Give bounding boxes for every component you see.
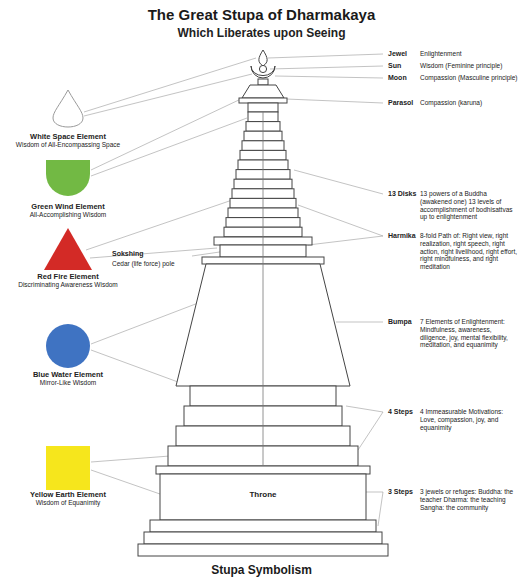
element-shape <box>1 226 135 272</box>
element-shape-fill <box>53 90 83 127</box>
title: The Great Stupa of Dharmakaya <box>0 6 523 24</box>
subtitle: Which Liberates upon Seeing <box>0 26 523 40</box>
step <box>150 520 376 532</box>
element-shape-fill <box>46 446 90 490</box>
sokshing-pole <box>263 112 264 466</box>
element-symbol: Yellow Earth ElementWisdom of Equanimity <box>1 444 135 507</box>
part-name: Parasol <box>388 99 418 107</box>
element-wisdom: All-Accomplishing Wisdom <box>1 211 135 219</box>
stupa-outline <box>138 50 388 556</box>
element-wisdom: Discriminating Awareness Wisdom <box>1 281 135 289</box>
parasol <box>242 85 284 98</box>
element-name: White Space Element <box>1 132 135 141</box>
jewel <box>259 50 267 66</box>
part-name: Sun <box>388 62 418 70</box>
element-symbol: White Space ElementWisdom of All-Encompa… <box>1 86 135 149</box>
throne-ledge <box>156 466 370 474</box>
parasol-base <box>248 103 278 112</box>
element-symbol: Red Fire ElementDiscriminating Awareness… <box>1 226 135 289</box>
element-wisdom: Wisdom of Equanimity <box>1 499 135 507</box>
part-meaning: 7 Elements of Enlightenment: Mindfulness… <box>420 318 518 349</box>
element-shape <box>1 444 135 490</box>
part-meaning: 4 Immeasurable Motivations: Love, compas… <box>420 408 518 431</box>
step <box>138 544 388 556</box>
part-name: Moon <box>388 74 418 82</box>
part-name: 3 Steps <box>388 488 418 496</box>
element-symbol: Green Wind ElementAll-Accomplishing Wisd… <box>1 156 135 219</box>
part-name: Harmika <box>388 232 418 240</box>
element-symbol: Blue Water ElementMirror-Like Wisdom <box>1 324 135 387</box>
element-name: Red Fire Element <box>1 272 135 281</box>
element-name: Blue Water Element <box>1 370 135 379</box>
element-name: Yellow Earth Element <box>1 490 135 499</box>
element-shape <box>1 156 135 202</box>
element-shape-fill <box>44 228 92 270</box>
part-name: Jewel <box>388 50 418 58</box>
part-name: 4 Steps <box>388 408 418 416</box>
neck <box>258 79 268 85</box>
element-wisdom: Wisdom of All-Encompassing Space <box>1 141 135 149</box>
part-name: Bumpa <box>388 318 418 326</box>
step <box>144 532 382 544</box>
leader-lines <box>84 54 383 526</box>
part-name: Sokshing <box>112 250 192 258</box>
part-name: Throne <box>160 490 366 500</box>
moon <box>251 66 275 78</box>
part-meaning: 8-fold Path of: Right view, right realiz… <box>420 232 518 271</box>
part-meaning: Wisdom (Feminine principle) <box>420 62 518 70</box>
element-shape-fill <box>46 324 90 368</box>
element-shape <box>1 86 135 132</box>
caption: Stupa Symbolism <box>0 563 523 577</box>
throne <box>160 474 366 520</box>
element-wisdom: Mirror-Like Wisdom <box>1 379 135 387</box>
part-meaning: 13 powers of a Buddha (awakened one) 13 … <box>420 190 518 221</box>
element-name: Green Wind Element <box>1 202 135 211</box>
part-meaning: Enlightenment <box>420 50 518 58</box>
part-meaning: 3 jewels or refuges: Buddha: the teacher… <box>420 488 518 511</box>
part-name: 13 Disks <box>388 190 420 198</box>
part-meaning: Compassion (karuna) <box>420 99 518 107</box>
part-meaning: Cedar (life force) pole <box>112 260 194 268</box>
sun <box>259 65 266 72</box>
element-shape <box>1 324 135 370</box>
element-shape-fill <box>46 160 90 196</box>
parasol-rim <box>239 98 287 103</box>
part-meaning: Compassion (Masculine principle) <box>420 74 518 82</box>
